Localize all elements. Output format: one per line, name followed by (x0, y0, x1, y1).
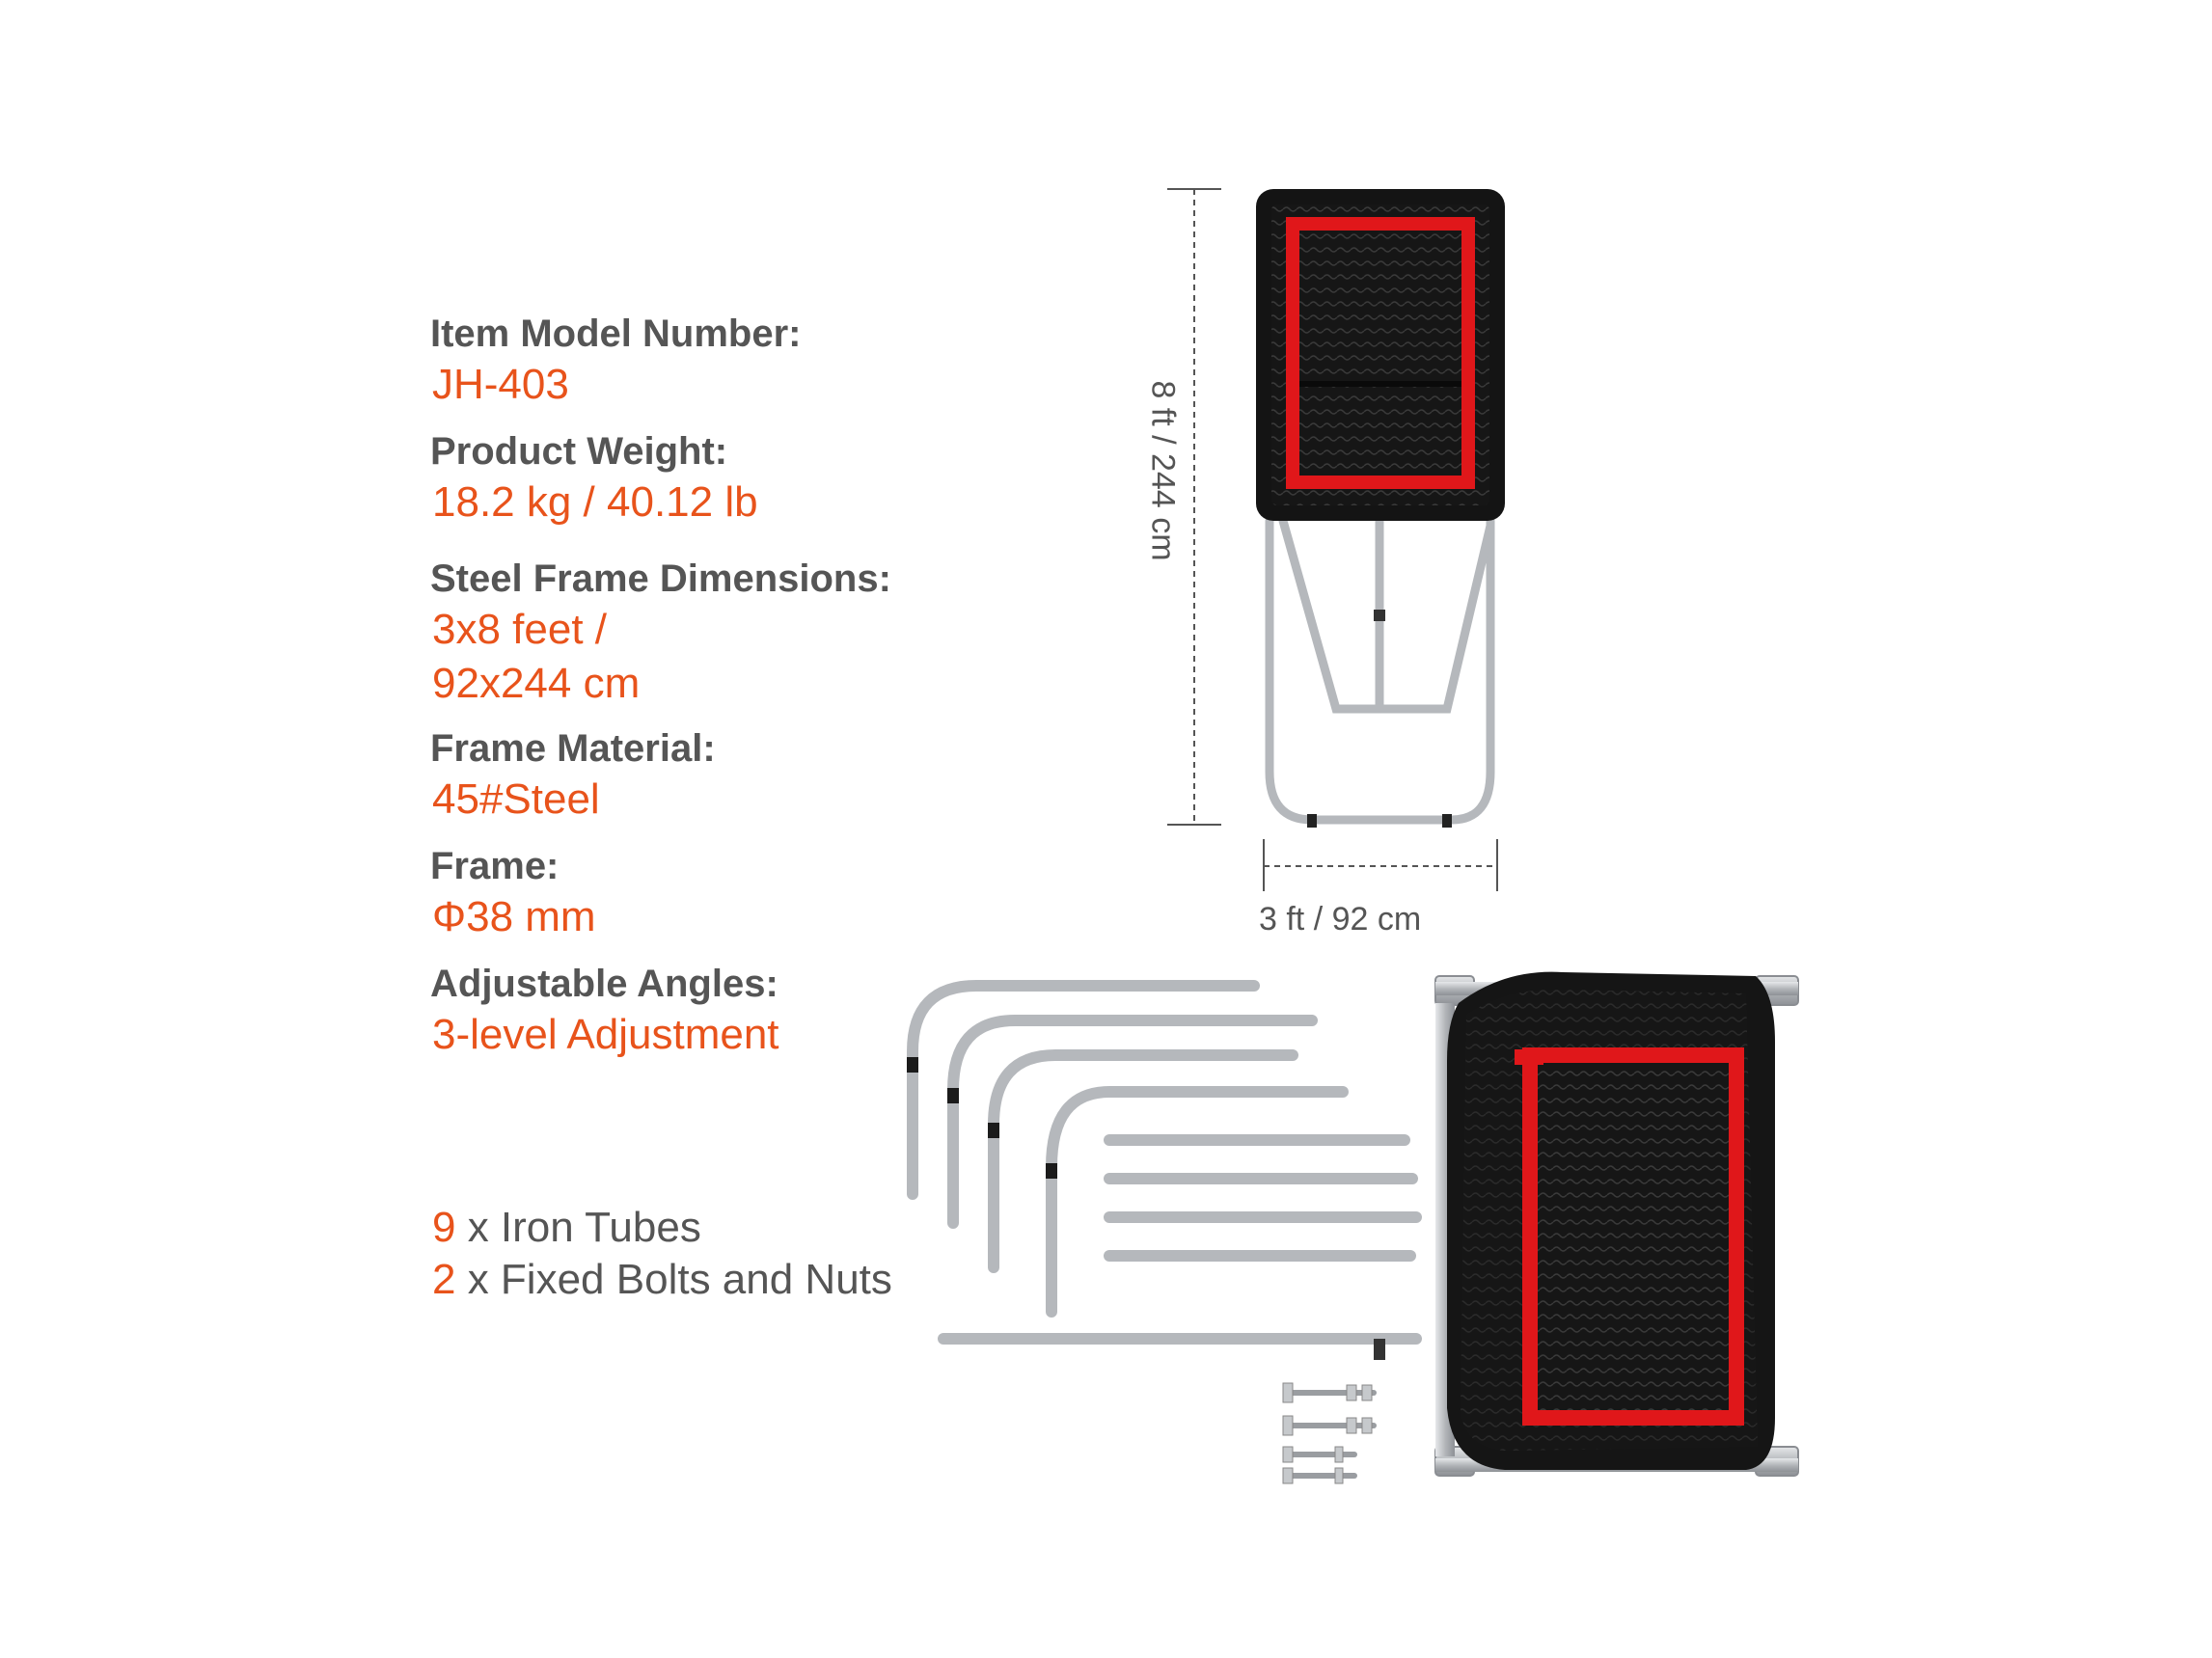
adjust-knob-icon (1374, 610, 1385, 621)
spec-label-model: Item Model Number: (430, 313, 802, 355)
spec-value-angles: 3-level Adjustment (432, 1011, 779, 1058)
included-tubes-count: 9 (432, 1204, 456, 1251)
folded-red-target-border (1522, 1047, 1744, 1426)
spec-label-material: Frame Material: (430, 727, 716, 770)
included-bolts: 2 x Fixed Bolts and Nuts (432, 1256, 892, 1304)
spec-label-frame: Frame: (430, 845, 560, 887)
spec-label-angles: Adjustable Angles: (430, 963, 778, 1005)
spec-value-model: JH-403 (432, 361, 569, 408)
height-dimension-line (1167, 188, 1221, 826)
included-bolts-text: x Fixed Bolts and Nuts (455, 1256, 892, 1303)
spec-value-frame: Φ38 mm (432, 893, 596, 940)
spec-value-weight: 18.2 kg / 40.12 lb (432, 478, 758, 526)
spec-label-dimensions: Steel Frame Dimensions: (430, 557, 891, 600)
width-dimension-line (1263, 839, 1498, 891)
spec-value-dimensions-imperial: 3x8 feet / (432, 606, 608, 653)
bolts-and-nuts (1286, 1390, 1377, 1479)
included-bolts-count: 2 (432, 1256, 456, 1303)
spec-label-weight: Product Weight: (430, 430, 728, 473)
red-target-border (1286, 217, 1475, 489)
straight-tubes (938, 1134, 1422, 1345)
included-tubes-text: x Iron Tubes (455, 1204, 701, 1251)
folded-net (1434, 971, 1799, 1477)
included-tubes: 9 x Iron Tubes (432, 1204, 701, 1252)
width-dimension-label: 3 ft / 92 cm (1259, 901, 1422, 938)
spec-value-material: 45#Steel (432, 775, 600, 823)
tube-knob-icon (1374, 1339, 1385, 1360)
curved-tubes (907, 980, 1349, 1318)
spec-value-dimensions-metric: 92x244 cm (432, 660, 641, 707)
assembled-rebounder (1256, 189, 1505, 828)
